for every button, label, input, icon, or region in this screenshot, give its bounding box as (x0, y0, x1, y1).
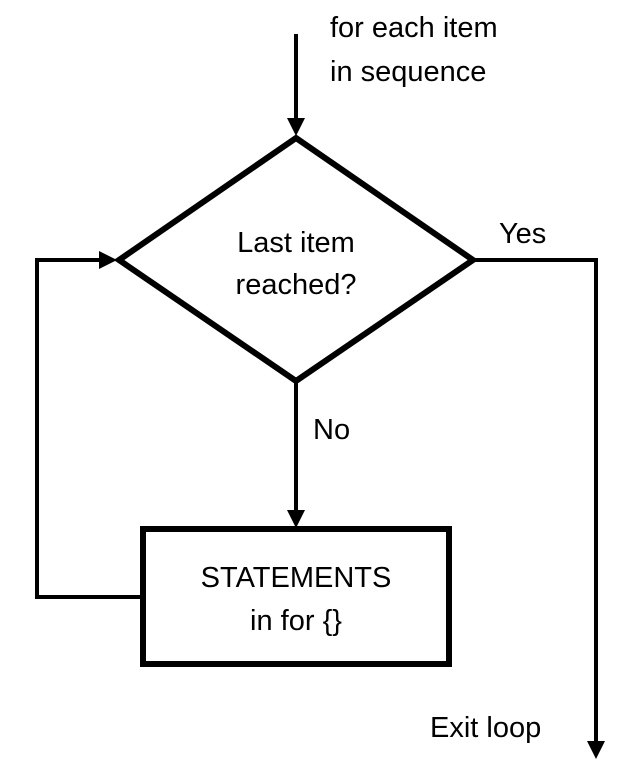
no-branch-arrowhead (287, 510, 305, 528)
loop-back-line (35, 258, 143, 599)
loop-back-arrowhead (99, 251, 117, 269)
decision-text-line-2: reached? (236, 269, 357, 301)
entry-label-line-2: in sequence (330, 56, 486, 88)
yes-label: Yes (499, 218, 546, 250)
yes-branch-line (473, 258, 598, 742)
decision-diamond (113, 134, 479, 385)
statements-box (140, 526, 452, 667)
no-label: No (313, 414, 350, 446)
statements-text-line-2: in for {} (250, 605, 342, 637)
statements-text-line-1: STATEMENTS (201, 562, 392, 594)
entry-arrowhead (287, 118, 305, 136)
exit-arrowhead (587, 741, 605, 759)
exit-label: Exit loop (430, 712, 541, 744)
decision-text-line-1: Last item (237, 227, 355, 259)
entry-label-line-1: for each item (330, 12, 498, 44)
